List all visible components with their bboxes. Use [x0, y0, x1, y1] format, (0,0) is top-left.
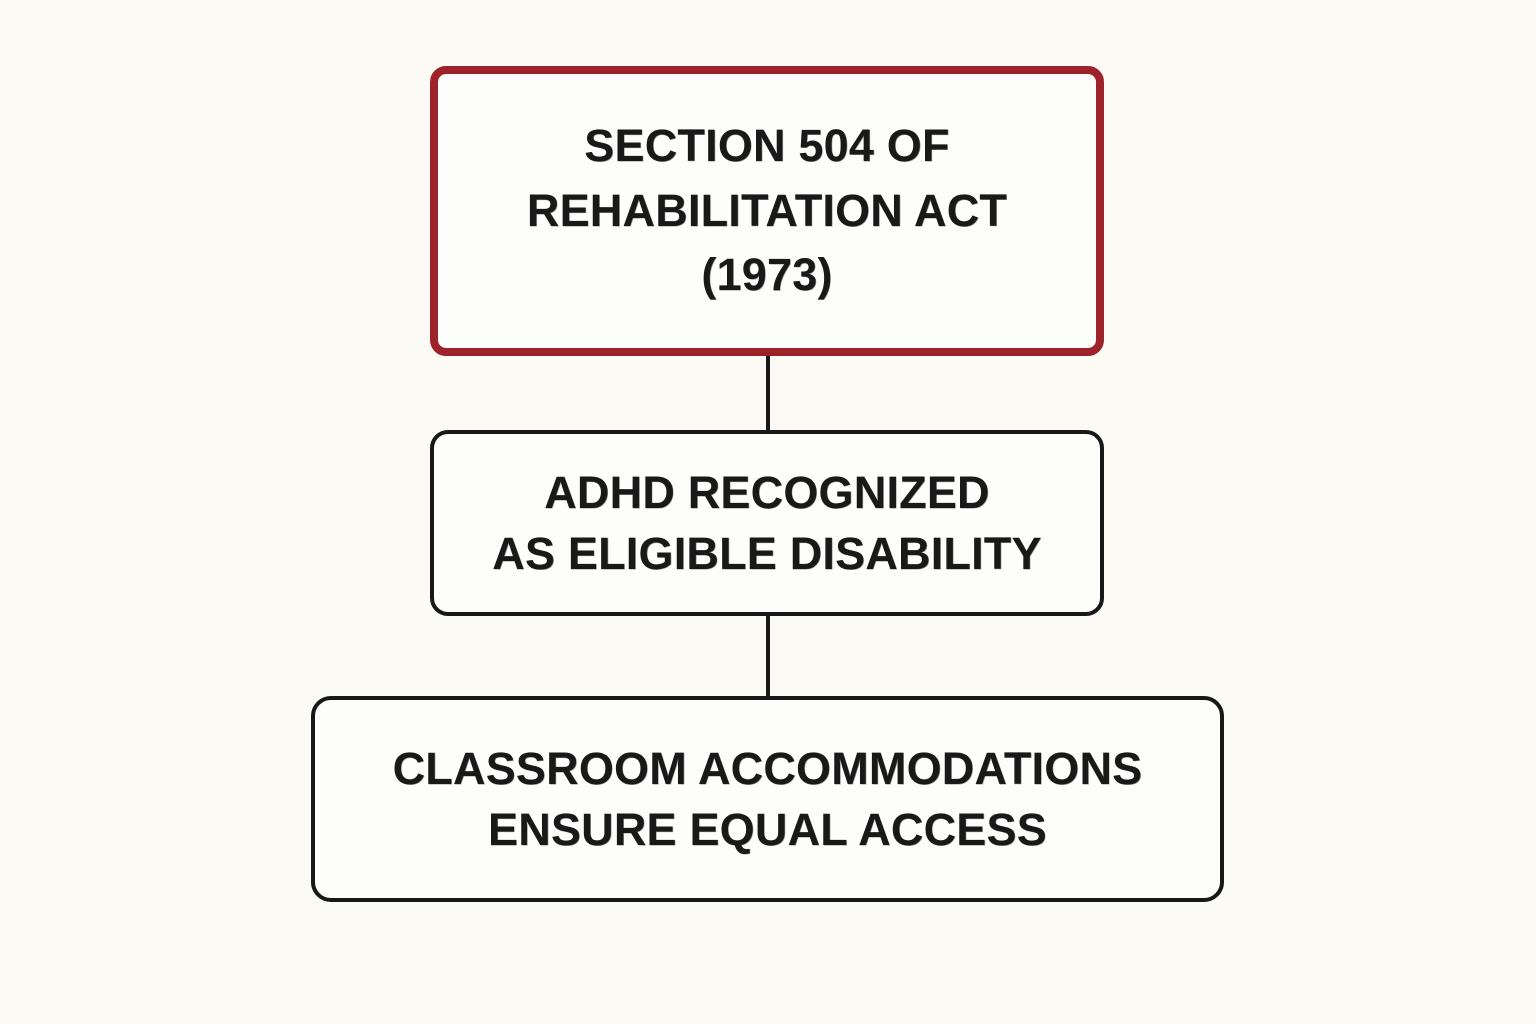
connector-statute-to-eligibility	[766, 352, 770, 436]
flowchart-node-accommodations-label: CLASSROOM ACCOMMODATIONS ENSURE EQUAL AC…	[392, 742, 1143, 855]
flowchart-node-statute[interactable]: SECTION 504 OF REHABILITATION ACT (1973)	[430, 66, 1104, 356]
flowchart-node-eligibility[interactable]: ADHD RECOGNIZED AS ELIGIBLE DISABILITY	[430, 430, 1104, 616]
flowchart-node-accommodations[interactable]: CLASSROOM ACCOMMODATIONS ENSURE EQUAL AC…	[311, 696, 1224, 902]
connector-eligibility-to-accommodations	[766, 612, 770, 702]
flowchart-node-statute-label: SECTION 504 OF REHABILITATION ACT (1973)	[526, 119, 1008, 301]
flowchart-node-eligibility-label: ADHD RECOGNIZED AS ELIGIBLE DISABILITY	[492, 466, 1042, 579]
